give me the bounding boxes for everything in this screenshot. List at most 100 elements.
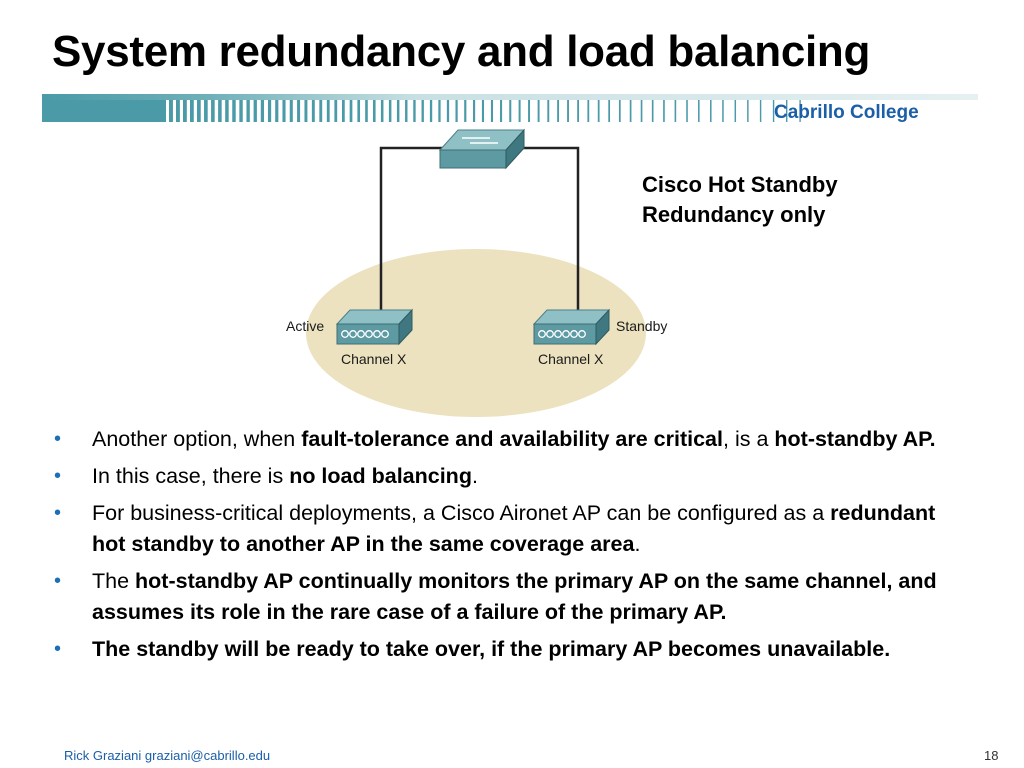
header-stripe (349, 100, 353, 122)
bullet-item: •Another option, when fault-tolerance an… (52, 424, 972, 455)
bullet-text: In this case, there is (92, 464, 290, 488)
header-stripe (246, 100, 250, 122)
header-stripe (557, 100, 560, 122)
bullet-dot-icon: • (54, 638, 62, 660)
header-stripe (342, 100, 345, 122)
header-stripe (289, 100, 293, 122)
wire-right (512, 146, 580, 312)
header-stripe (734, 100, 737, 122)
header-stripe (396, 100, 400, 122)
header-stripe (710, 100, 712, 122)
label-active: Active (286, 318, 325, 334)
header-stripe (698, 100, 700, 122)
access-point-active-icon (335, 308, 414, 346)
header-stripe (260, 100, 265, 122)
header-stripe (218, 100, 222, 122)
bullet-list: •Another option, when fault-tolerance an… (52, 424, 972, 671)
header-stripe (799, 100, 801, 122)
bullet-bold-text: hot-standby AP. (774, 427, 936, 451)
bullet-item: • The hot-standby AP continually monitors… (52, 566, 972, 628)
header-stripe (405, 100, 408, 122)
bullet-dot-icon: • (54, 502, 62, 524)
page-number: 18 (984, 748, 999, 763)
header-stripe (311, 100, 315, 122)
header-stripe (326, 100, 330, 122)
header-stripe (577, 100, 580, 122)
header-stripe (357, 100, 361, 122)
header-stripe (319, 100, 323, 122)
header-stripe (304, 100, 308, 122)
header-stripe (597, 100, 600, 122)
header-stripe (490, 100, 494, 122)
header-stripe (225, 100, 229, 122)
header-stripe (608, 100, 611, 122)
bullet-item: •In this case, there is no load balancin… (52, 461, 972, 492)
header-stripe (651, 100, 654, 122)
header-stripe (267, 100, 272, 122)
header-stripe (500, 100, 503, 122)
header-stripe (629, 100, 632, 122)
header-stripe (388, 100, 392, 122)
wire-left (379, 146, 445, 312)
header-stripe (722, 100, 724, 122)
header-stripe (772, 100, 775, 122)
header-stripe (455, 100, 458, 122)
header-stripe (509, 100, 512, 122)
bullet-bold-text: fault-tolerance and availability are cri… (301, 427, 723, 451)
bullet-text: . (634, 532, 641, 556)
header-stripe (429, 100, 433, 122)
bullet-bold-text: The standby will be ready to take over, … (92, 637, 891, 661)
header-stripe (275, 100, 279, 122)
header-stripe (759, 100, 762, 122)
header-stripe (197, 100, 201, 122)
callout-line-2: Redundancy only (642, 202, 826, 227)
header-stripe (334, 100, 338, 122)
bullet-bold-text: redundant hot standby to another AP in t… (92, 501, 936, 556)
header-stripe (747, 100, 749, 122)
header-stripe (618, 100, 621, 122)
label-channel-left: Channel X (341, 351, 407, 367)
header-stripe (282, 100, 286, 122)
header-stripe (446, 100, 450, 122)
header-stripe (587, 100, 590, 122)
callout-line-1: Cisco Hot Standby (642, 172, 838, 197)
label-channel-right: Channel X (538, 351, 604, 367)
header-stripe (162, 100, 166, 122)
bullet-bold-text: hot-standby AP continually monitors the … (92, 569, 937, 624)
header-stripe (472, 100, 476, 122)
header-stripe (686, 100, 688, 122)
coverage-area (306, 249, 646, 417)
header-stripe (169, 100, 173, 122)
bullet-text: The (92, 569, 136, 593)
header-stripe (380, 100, 384, 122)
label-standby: Standby (616, 318, 668, 334)
bullet-item: • The standby will be ready to take over,… (52, 634, 972, 665)
header-stripe (537, 100, 540, 122)
header-stripe (567, 100, 569, 122)
header-stripe (481, 100, 485, 122)
header-stripe (663, 100, 665, 122)
header-stripe (528, 100, 531, 122)
header-stripe (438, 100, 441, 122)
switch-icon (438, 128, 526, 170)
footer-author: Rick Graziani graziani@cabrillo.edu (64, 748, 271, 763)
bullet-item: • For business-critical deployments, a Ci… (52, 498, 972, 560)
header-stripe (211, 100, 215, 122)
bullet-dot-icon: • (54, 570, 62, 592)
header-stripe (176, 100, 180, 122)
college-logo-text: Cabrillo College (774, 102, 919, 123)
header-stripe (547, 100, 550, 122)
bullet-text: For business-critical deployments, a Cis… (92, 501, 831, 525)
header-stripe (253, 100, 257, 122)
header-stripe (373, 100, 376, 122)
bullet-text: . (471, 464, 478, 488)
header-stripe (518, 100, 521, 122)
header-stripe (464, 100, 467, 122)
header-stripe (239, 100, 243, 122)
callout-text: Cisco Hot Standby Redundancy only (642, 170, 838, 230)
bullet-text: , is a (723, 427, 775, 451)
header-stripe (204, 100, 208, 122)
header-stripe (232, 100, 236, 122)
header-band (42, 94, 978, 122)
